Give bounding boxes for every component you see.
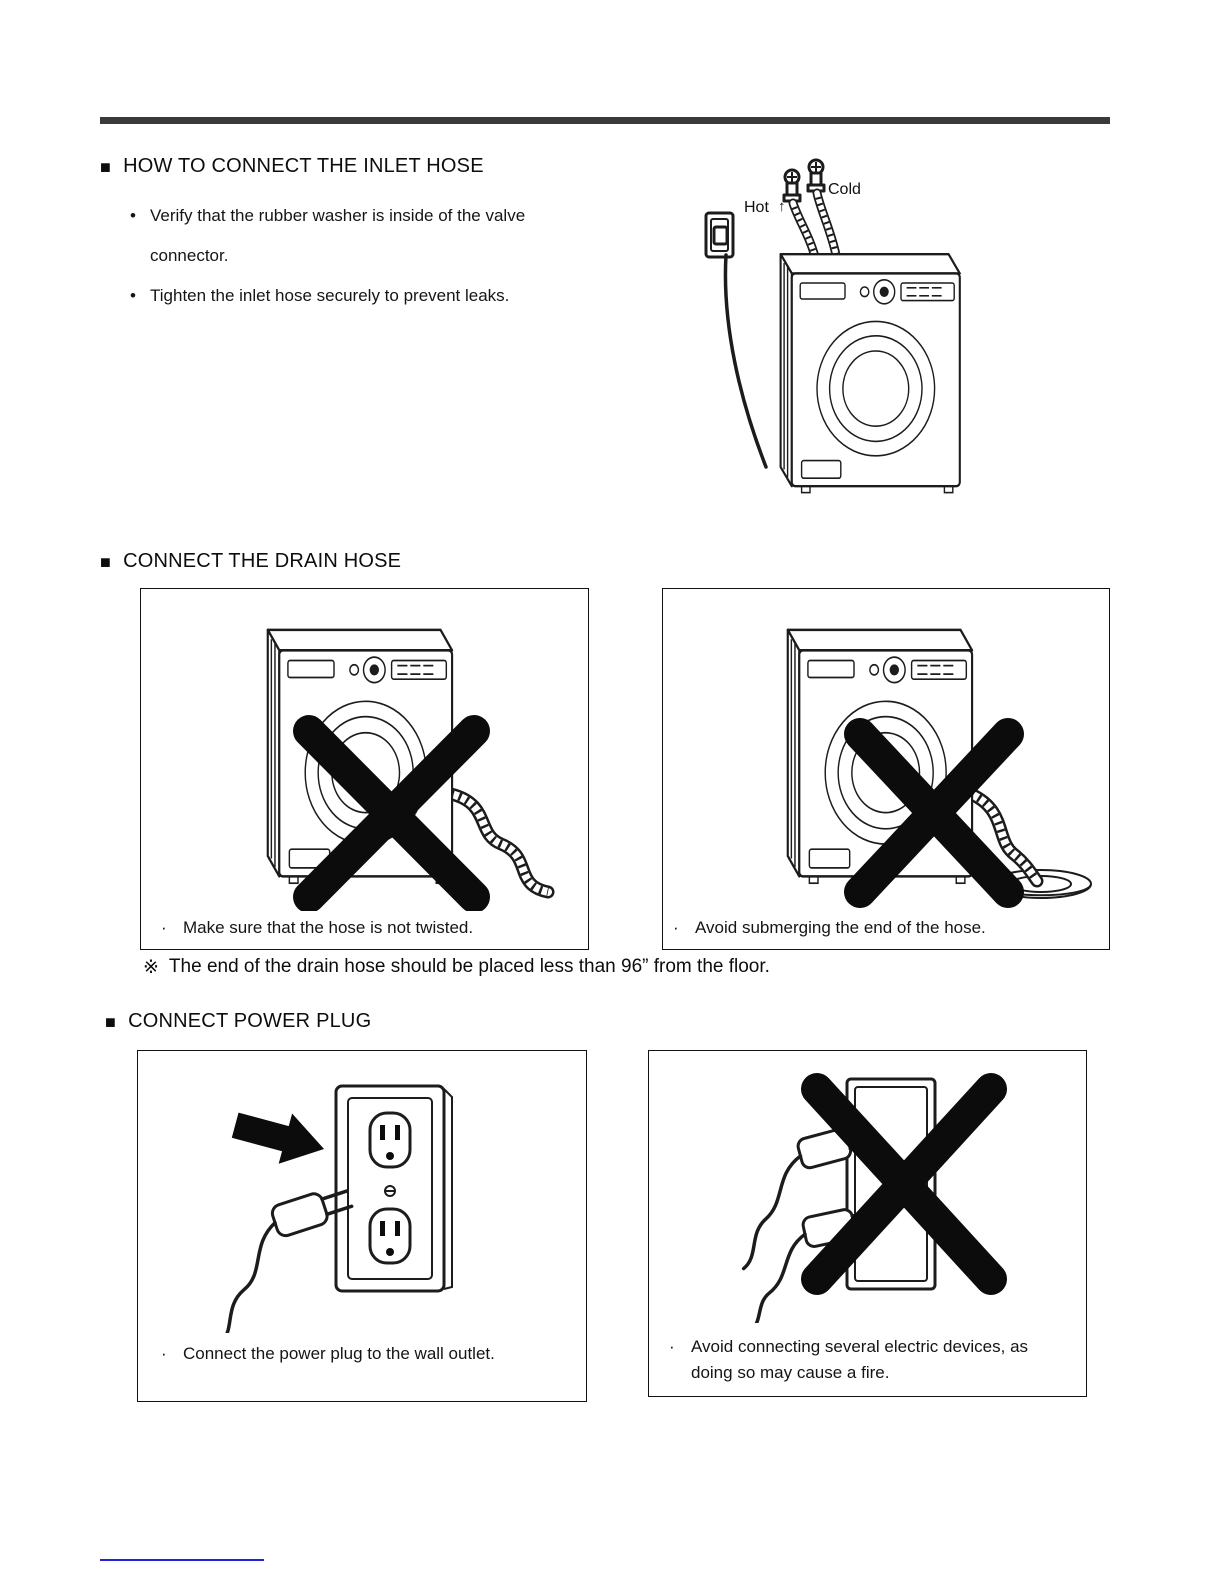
inlet-hoses bbox=[788, 188, 841, 262]
drain-note: ※ The end of the drain hose should be pl… bbox=[143, 956, 770, 979]
drain-heading-text: CONNECT THE DRAIN HOSE bbox=[123, 550, 402, 572]
power-right-caption-text: Avoid connecting several electric device… bbox=[691, 1337, 1029, 1382]
drain-warning-box-right: · Avoid submerging the end of the hose. bbox=[662, 588, 1110, 950]
inlet-hose-figure: Hot ↑ Cold bbox=[700, 155, 1010, 515]
section-marker-icon: ■ bbox=[100, 551, 112, 572]
power-left-caption-text: Connect the power plug to the wall outle… bbox=[183, 1344, 495, 1363]
drain-right-caption: · Avoid submerging the end of the hose. bbox=[673, 915, 986, 941]
drain-twisted-illustration bbox=[266, 628, 555, 913]
up-arrow-icon: ↑ bbox=[778, 198, 786, 215]
washer-illustration bbox=[779, 252, 961, 494]
bullet-icon: • bbox=[130, 286, 136, 305]
power-plug-illustration bbox=[218, 1084, 453, 1345]
power-left-caption: · Connect the power plug to the wall out… bbox=[161, 1341, 495, 1367]
caption-dot: · bbox=[673, 918, 679, 937]
caption-dot: · bbox=[161, 918, 167, 937]
drain-right-caption-text: Avoid submerging the end of the hose. bbox=[695, 918, 986, 937]
inlet-bullet-1-text: Verify that the rubber washer is inside … bbox=[150, 206, 526, 265]
power-box-left: · Connect the power plug to the wall out… bbox=[137, 1050, 587, 1402]
power-overload-illustration bbox=[741, 1073, 1007, 1334]
bullet-icon: • bbox=[130, 206, 136, 225]
inlet-bullet-2-text: Tighten the inlet hose securely to preve… bbox=[150, 286, 510, 305]
caption-dot: · bbox=[161, 1344, 167, 1363]
inlet-bullet-2: • Tighten the inlet hose securely to pre… bbox=[130, 276, 530, 316]
section-marker-icon: ■ bbox=[105, 1011, 117, 1032]
inlet-heading-text: HOW TO CONNECT THE INLET HOSE bbox=[123, 155, 484, 177]
drain-hose bbox=[964, 787, 1044, 888]
note-mark-icon: ※ bbox=[143, 957, 159, 978]
power-box-right: · Avoid connecting several electric devi… bbox=[648, 1050, 1087, 1397]
direction-arrow-icon bbox=[231, 1112, 325, 1164]
cold-faucet-icon bbox=[806, 158, 826, 193]
drain-left-caption: · Make sure that the hose is not twisted… bbox=[161, 915, 473, 941]
drain-submerged-illustration bbox=[786, 628, 1092, 908]
inlet-hose-illustration bbox=[704, 158, 961, 494]
drain-left-caption-text: Make sure that the hose is not twisted. bbox=[183, 918, 474, 937]
power-right-caption: · Avoid connecting several electric devi… bbox=[669, 1334, 1069, 1386]
section-marker-icon: ■ bbox=[100, 156, 112, 177]
cold-label: Cold bbox=[828, 181, 861, 198]
page-top-rule bbox=[100, 117, 1110, 124]
big-x-icon bbox=[844, 718, 1024, 908]
power-heading-text: CONNECT POWER PLUG bbox=[128, 1010, 372, 1032]
drain-note-text: The end of the drain hose should be plac… bbox=[168, 956, 770, 977]
wall-outlet-icon bbox=[704, 211, 735, 259]
drain-hose bbox=[444, 787, 555, 899]
inlet-section-heading: ■ HOW TO CONNECT THE INLET HOSE bbox=[100, 155, 484, 178]
footer-link-underline bbox=[100, 1559, 264, 1561]
power-cord bbox=[723, 253, 768, 469]
wall-outlet-plate bbox=[334, 1084, 453, 1293]
inlet-bullet-1: • Verify that the rubber washer is insid… bbox=[130, 196, 530, 276]
hot-faucet-icon bbox=[782, 168, 802, 203]
caption-dot: · bbox=[669, 1337, 675, 1356]
power-plug-icon bbox=[218, 1189, 354, 1345]
power-section-heading: ■ CONNECT POWER PLUG bbox=[105, 1010, 371, 1033]
hot-label: Hot bbox=[744, 199, 769, 216]
big-x-icon bbox=[801, 1073, 1007, 1295]
drain-section-heading: ■ CONNECT THE DRAIN HOSE bbox=[100, 550, 401, 573]
big-x-icon bbox=[293, 715, 490, 913]
inlet-bullet-list: • Verify that the rubber washer is insid… bbox=[130, 196, 530, 316]
drain-warning-box-left: · Make sure that the hose is not twisted… bbox=[140, 588, 589, 950]
